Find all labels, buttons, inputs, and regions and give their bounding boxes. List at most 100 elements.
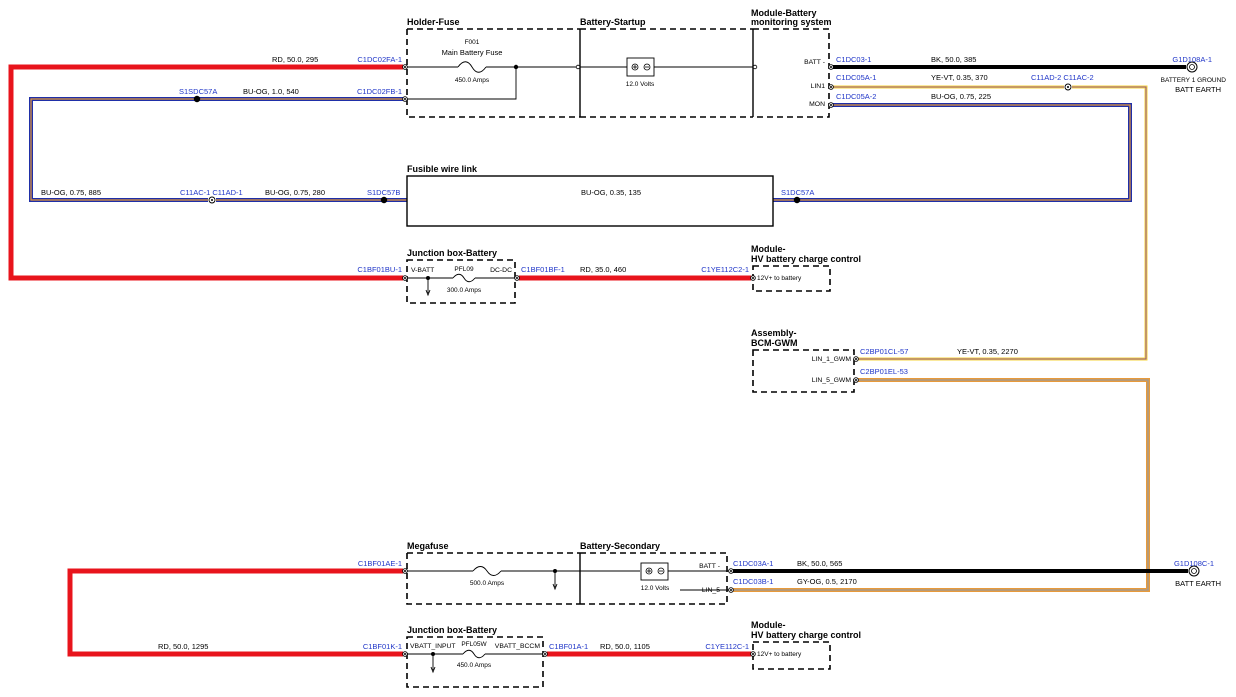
junction-box-1[interactable] — [406, 259, 516, 304]
title-junction-box-2: Junction box-Battery — [407, 625, 497, 635]
connector-c11ac1-c11ad1[interactable]: C11AC-1 C11AD-1 — [180, 188, 243, 197]
title-fusible-link: Fusible wire link — [407, 164, 478, 174]
wire-buog-135-225[interactable] — [773, 103, 1132, 202]
title-battery-startup: Battery-Startup — [580, 17, 646, 27]
connector-c1bf01bu1[interactable]: C1BF01BU-1 — [357, 265, 402, 274]
battery-secondary-icon — [640, 562, 669, 581]
wire-label-bk-565: BK, 50.0, 565 — [797, 559, 842, 568]
connector-c1dc03b1[interactable]: C1DC03B-1 — [733, 577, 773, 586]
wire-label-rd-1295: RD, 50.0, 1295 — [158, 642, 208, 651]
connector-c11ad2-c11ac2[interactable]: C11AD-2 C11AC-2 — [1031, 73, 1094, 82]
wire-label-rd-1105: RD, 50.0, 1105 — [600, 642, 650, 651]
connector-c1dc03-1[interactable]: C1DC03-1 — [836, 55, 871, 64]
pin-vbatt-bccm: VBATT_BCCM — [495, 643, 541, 650]
title-module-hv-2b: HV battery charge control — [751, 630, 861, 640]
title-assembly-bcm-a: Assembly- — [751, 328, 797, 338]
fusible-link-wire: BU-OG, 0.35, 135 — [581, 188, 641, 197]
connector-c2bp01el53[interactable]: C2BP01EL-53 — [860, 367, 908, 376]
ground-label-batt-earth-2: BATT EARTH — [1175, 579, 1221, 588]
fuse-id-pfl09: PFL09 — [454, 266, 474, 273]
pin-batt-minus-2: BATT - — [699, 563, 720, 570]
fuse-pfl09-symbol — [407, 273, 515, 297]
wire-buog-540-885[interactable] — [29, 97, 403, 202]
connector-s1sdc57a[interactable]: S1SDC57A — [179, 87, 217, 96]
ground-point-icon[interactable] — [1186, 61, 1198, 73]
title-megafuse: Megafuse — [407, 541, 449, 551]
connector-g1d108a1[interactable]: G1D108A-1 — [1172, 55, 1212, 64]
battery-voltage-secondary: 12.0 Volts — [641, 585, 670, 592]
wire-label-buog-885: BU-OG, 0.75, 885 — [41, 188, 101, 197]
title-module-hv-1b: HV battery charge control — [751, 254, 861, 264]
pin-dc-dc: DC-DC — [490, 267, 512, 274]
connector-s1dc57a[interactable]: S1DC57A — [781, 188, 814, 197]
wire-gyog-2170[interactable] — [733, 378, 1150, 592]
fuse-rating-500: 500.0 Amps — [470, 580, 505, 587]
pin-mon: MON — [809, 101, 825, 108]
title-battery-secondary: Battery-Secondary — [580, 541, 660, 551]
battery-startup-icon — [626, 57, 655, 77]
fuse-rating-450: 450.0 Amps — [455, 77, 490, 84]
fuse-rating-300: 300.0 Amps — [447, 287, 482, 294]
wire-label-yevt-2270: YE-VT, 0.35, 2270 — [957, 347, 1018, 356]
connector-c1dc03a1[interactable]: C1DC03A-1 — [733, 559, 773, 568]
connector-c1ye112c2-1[interactable]: C1YE112C2-1 — [701, 265, 749, 274]
pin-batt-minus: BATT - — [804, 59, 825, 66]
assembly-bcm-box[interactable] — [752, 349, 855, 393]
pin-terminal-dots — [404, 66, 857, 655]
battery-startup-box[interactable] — [579, 28, 753, 118]
connector-c1bf01a1[interactable]: C1BF01A-1 — [549, 642, 588, 651]
wire-label-buog-280: BU-OG, 0.75, 280 — [265, 188, 325, 197]
battery-secondary-box[interactable] — [579, 552, 728, 605]
title-module-bms-1: Module-Battery — [751, 8, 817, 18]
connector-c1dc02fb1[interactable]: C1DC02FB-1 — [357, 87, 402, 96]
title-assembly-bcm-b: BCM-GWM — [751, 338, 798, 348]
connector-c1bf01ae1[interactable]: C1BF01AE-1 — [358, 559, 402, 568]
inline-connector-c11ad[interactable] — [1064, 83, 1072, 91]
pin-v-batt: V-BATT — [411, 267, 434, 274]
wire-yevt-370-2270[interactable] — [832, 85, 1148, 361]
connector-c1dc02fa1[interactable]: C1DC02FA-1 — [357, 55, 402, 64]
splice-s1dc57b[interactable] — [380, 196, 388, 204]
connector-s1dc57b[interactable]: S1DC57B — [367, 188, 400, 197]
title-module-hv-1a: Module- — [751, 244, 786, 254]
wire-red-1295[interactable] — [67, 568, 403, 657]
wire-label-bk-385: BK, 50.0, 385 — [931, 55, 976, 64]
pin-12v-battery-2: 12V+ to battery — [757, 651, 802, 658]
connector-c1dc05a2[interactable]: C1DC05A-2 — [836, 92, 876, 101]
pin-lin1: LIN1 — [811, 83, 826, 90]
wire-label-rd-460: RD, 35.0, 460 — [580, 265, 626, 274]
fuse-rating-450-2: 450.0 Amps — [457, 662, 492, 669]
fusible-link-box[interactable] — [406, 175, 774, 227]
wire-label-yevt-370: YE-VT, 0.35, 370 — [931, 73, 988, 82]
connector-c1dc05a1[interactable]: C1DC05A-1 — [836, 73, 876, 82]
pin-vbatt-input: VBATT_INPUT — [410, 643, 456, 650]
splice-s1sdc57a-left[interactable] — [193, 95, 201, 103]
fuse-name: Main Battery Fuse — [442, 48, 503, 57]
pin-lin-5-gwm: LIN_5_GWM — [812, 377, 852, 384]
splice-s1dc57a[interactable] — [793, 196, 801, 204]
inline-connector-c11ac[interactable] — [208, 196, 216, 204]
connector-c1ye112c1[interactable]: C1YE112C-1 — [705, 642, 749, 651]
megafuse-box[interactable] — [406, 552, 580, 605]
wire-label-buog-225: BU-OG, 0.75, 225 — [931, 92, 991, 101]
module-bms-box[interactable] — [752, 28, 830, 118]
connector-g1d108c1[interactable]: G1D108C-1 — [1174, 559, 1214, 568]
wire-label-rd-295: RD, 50.0, 295 — [272, 55, 318, 64]
ground-point-icon[interactable] — [1188, 565, 1200, 577]
connector-c1bf01bf1[interactable]: C1BF01BF-1 — [521, 265, 565, 274]
fuse-pfl05w-symbol — [407, 649, 543, 674]
connector-c1bf01k1[interactable]: C1BF01K-1 — [363, 642, 402, 651]
title-module-hv-2a: Module- — [751, 620, 786, 630]
ground-label-batt-earth-1: BATT EARTH — [1175, 85, 1221, 94]
wire-red-295-460[interactable] — [8, 64, 403, 281]
title-holder-fuse: Holder-Fuse — [407, 17, 460, 27]
pin-lin-5: LIN_5 — [702, 587, 720, 594]
holder-fuse-box[interactable] — [406, 28, 580, 118]
pin-lin-1-gwm: LIN_1_GWM — [812, 356, 852, 363]
pin-12v-battery-1: 12V+ to battery — [757, 275, 802, 282]
wire-label-buog-540: BU-OG, 1.0, 540 — [243, 87, 299, 96]
title-module-bms-2: monitoring system — [751, 17, 832, 27]
junction-box-2[interactable] — [406, 636, 544, 688]
connector-c2bp01cl57[interactable]: C2BP01CL-57 — [860, 347, 908, 356]
